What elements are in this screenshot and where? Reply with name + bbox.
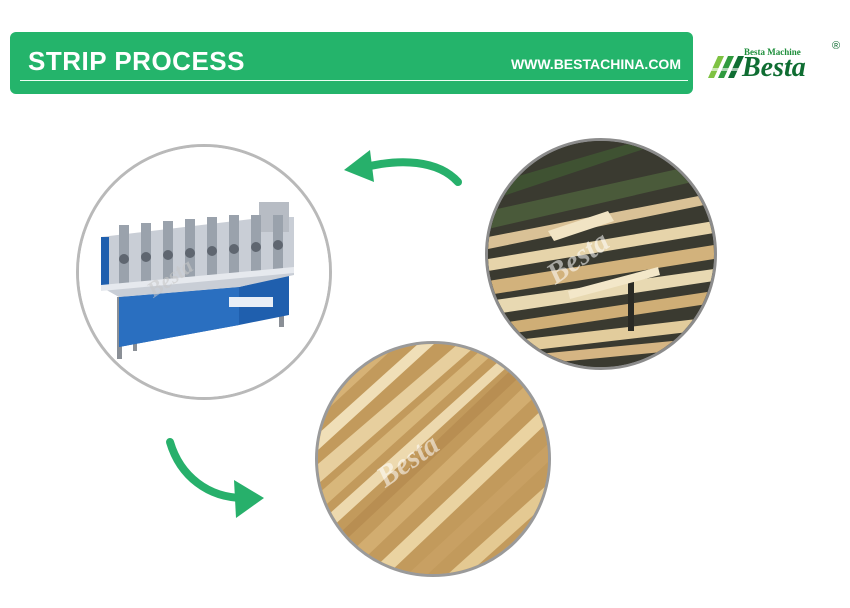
header-banner: STRIP PROCESS WWW.BESTACHINA.COM [10, 32, 693, 94]
logo-name: Besta [742, 52, 806, 83]
curved-arrow-down-right-icon [166, 438, 264, 518]
strip-machine-image [79, 147, 329, 397]
registered-mark: ® [832, 40, 841, 52]
raw-bamboo-image [488, 141, 714, 367]
curved-arrow-left-icon [344, 150, 462, 186]
banner-divider [20, 80, 688, 81]
logo-tagline: Besta Machine [744, 47, 801, 57]
machine-photo: Besta [76, 144, 332, 400]
bamboo-strips-photo: Besta [315, 341, 551, 577]
logo-stripes-icon [704, 56, 744, 78]
brand-logo[interactable]: Besta Machine Besta ® [704, 40, 844, 88]
raw-bamboo-photo: Besta [485, 138, 717, 370]
website-link[interactable]: WWW.BESTACHINA.COM [510, 56, 681, 72]
bamboo-strips-image [318, 344, 548, 574]
page-title: STRIP PROCESS [28, 46, 245, 76]
